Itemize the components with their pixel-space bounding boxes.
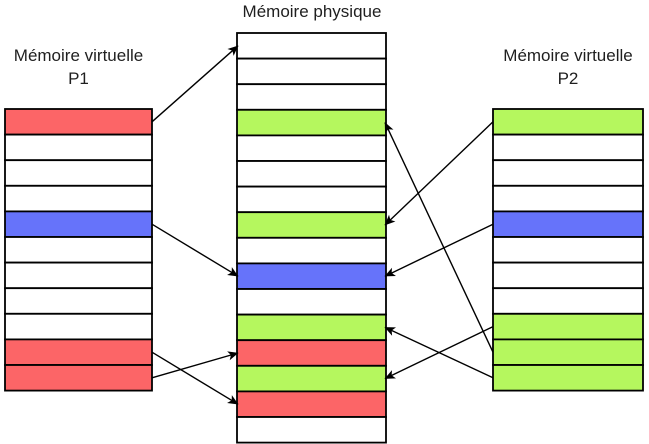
p1-cell-2 [4,159,153,187]
p1-subtitle: P1 [68,69,89,88]
phys-cell-5 [236,160,387,188]
phys-cell-11 [236,313,387,342]
phys-cell-12 [236,339,387,367]
p1-cell-5 [4,236,153,264]
p2-subtitle: P2 [557,69,579,88]
p2-cell-3 [492,184,644,213]
phys-cell-9 [236,262,387,290]
p1-cell-4 [4,210,153,238]
p2-memory-title: Mémoire virtuelle P2 [478,44,649,90]
p1-cell-10 [4,364,153,392]
memory-cells-layer [4,32,644,444]
mapping-arrow-p2-9-to-phys-3 [384,122,494,353]
mapping-arrow-p2-0-to-phys-7 [384,121,494,226]
p2-cell-9 [492,338,644,366]
mapping-arrow-p2-10-to-phys-11 [384,326,494,379]
mapping-arrow-p1-9-to-phys-14 [151,351,239,405]
p1-cell-9 [4,338,153,366]
p2-cell-2 [492,159,644,187]
p1-cell-0 [4,108,153,136]
mapping-arrow-p1-4-to-phys-9 [151,223,239,277]
p2-cell-7 [492,287,644,315]
p1-cell-1 [4,133,153,162]
phys-cell-10 [236,288,387,316]
p1-cell-7 [4,287,153,315]
p1-cell-8 [4,312,153,341]
p1-cell-6 [4,261,153,290]
mapping-arrow-p2-4-to-phys-9 [384,223,494,277]
p1-cell-3 [4,184,153,213]
p2-cell-4 [492,210,644,238]
p2-cell-5 [492,236,644,264]
phys-cell-8 [236,236,387,265]
p1-title-line: Mémoire virtuelle [13,46,144,65]
physical-memory-title: Mémoire physique [242,2,382,21]
phys-cell-15 [236,416,387,444]
p2-cell-6 [492,261,644,290]
mapping-arrow-p1-0-to-phys-0 [151,45,239,123]
p2-title-line: Mémoire virtuelle [503,46,633,65]
phys-cell-7 [236,211,387,239]
phys-cell-6 [236,185,387,214]
p2-cell-0 [492,108,644,136]
p1-memory-title: Mémoire virtuelle P1 [0,44,167,90]
phys-cell-4 [236,134,387,162]
phys-cell-3 [236,108,387,137]
phys-cell-14 [236,390,387,418]
p2-cell-8 [492,312,644,341]
mapping-arrows-layer [151,45,494,405]
phys-cell-0 [236,32,387,60]
phys-cell-2 [236,83,387,111]
mapping-arrow-p1-10-to-phys-12 [151,351,239,379]
p2-cell-10 [492,364,644,392]
p2-cell-1 [492,133,644,162]
phys-cell-1 [236,57,387,86]
phys-cell-13 [236,364,387,393]
